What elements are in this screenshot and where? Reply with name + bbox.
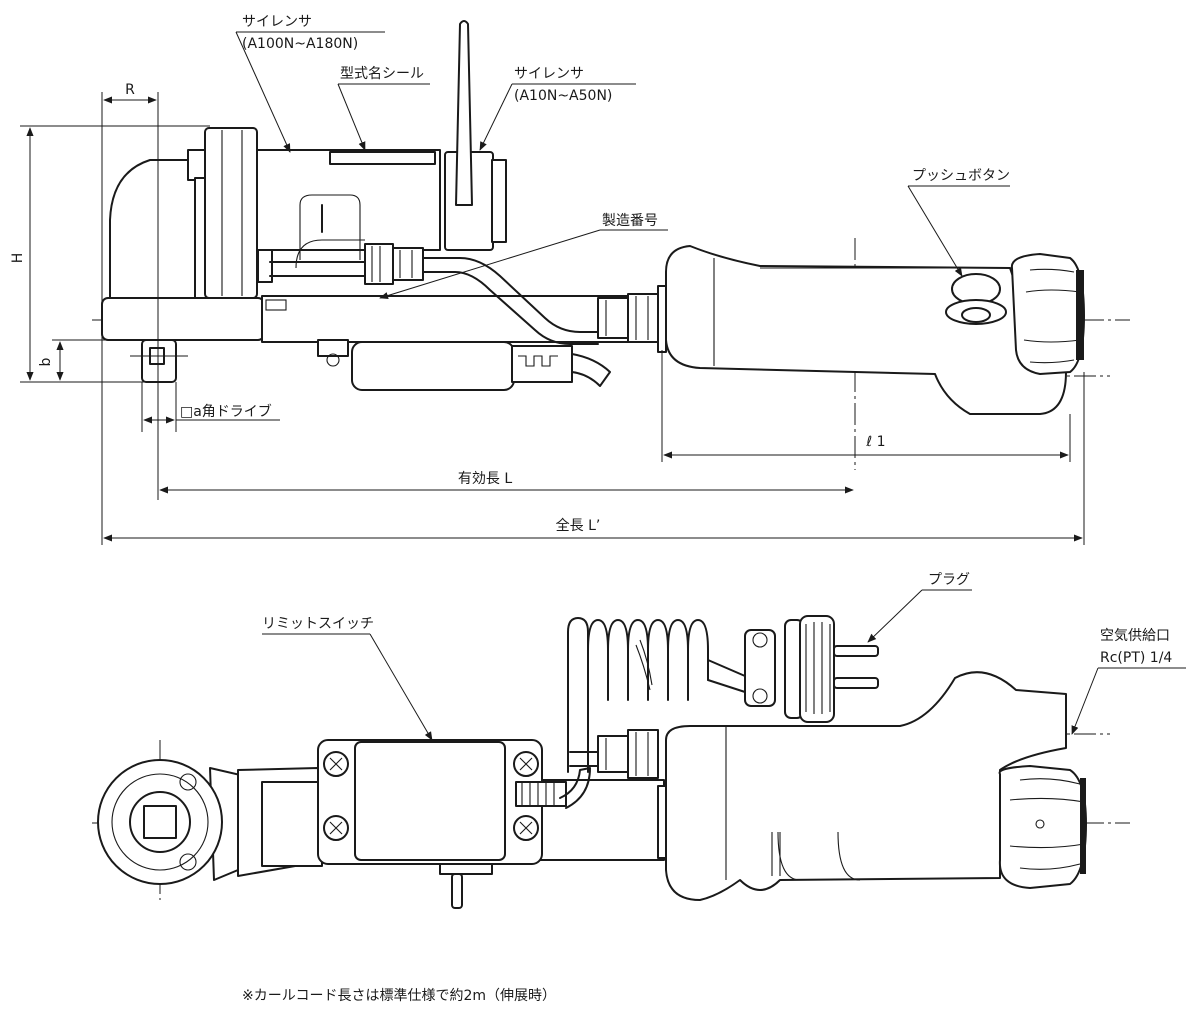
dim-total-length: 全長 L’ — [556, 517, 601, 534]
label-square-drive: □a角ドライブ — [180, 403, 272, 420]
label-air-supply: 空気供給口 — [1100, 628, 1170, 644]
label-push-button: プッシュボタン — [912, 168, 1010, 184]
model-seal-plate — [329, 151, 436, 165]
air-tube-lower — [422, 271, 599, 345]
side-view-dimensions: R H b □a角ドライブ ℓ 1 有効長 L 全長 L’ — [10, 82, 1085, 545]
fitting-left-b — [392, 247, 424, 281]
label-silencer-large: サイレンサ — [242, 14, 312, 30]
label-model-seal: 型式名シール — [340, 66, 424, 82]
label-silencer-small-models: (A10N~A50N) — [514, 88, 612, 104]
screw-tr — [513, 751, 539, 777]
label-serial-number: 製造番号 — [602, 213, 658, 229]
footnote: ※カールコード長さは標準仕様で約2m（伸展時） — [242, 988, 556, 1004]
label-limit-switch: リミットスイッチ — [262, 616, 374, 632]
label-silencer-small: サイレンサ — [514, 66, 584, 82]
reaction-tab — [455, 20, 473, 206]
fitting-left-a — [364, 243, 394, 285]
head-elbow — [109, 159, 196, 299]
screw-tl — [323, 751, 349, 777]
side-view — [92, 20, 1130, 470]
beam-plan — [261, 781, 323, 867]
air-tube-upper — [422, 257, 599, 333]
dim-effective-length: 有効長 L — [458, 471, 512, 487]
plug-pin-top — [833, 645, 879, 657]
fitting-top-b — [627, 729, 659, 779]
label-plug: プラグ — [928, 572, 970, 588]
limit-switch-cover — [354, 741, 506, 861]
motor-housing — [256, 149, 441, 251]
top-view-callouts: リミットスイッチ プラグ 空気供給口 Rc(PT) 1/4 — [262, 572, 1186, 741]
side-view-callouts: サイレンサ (A100N~A180N) 型式名シール サイレンサ (A10N~A… — [235, 14, 1010, 300]
screw-br — [513, 815, 539, 841]
label-silencer-large-models: (A100N~A180N) — [242, 36, 358, 52]
screw-bl — [323, 815, 349, 841]
fitting-right-a — [597, 297, 629, 339]
label-air-supply-thread: Rc(PT) 1/4 — [1100, 650, 1172, 666]
head-flange — [204, 127, 258, 299]
dim-b: b — [38, 357, 54, 366]
head-base — [101, 297, 265, 341]
fitting-right-b — [627, 293, 659, 343]
cord-stub — [571, 353, 611, 387]
grip-plan — [665, 671, 1067, 901]
plug-bracket — [744, 629, 776, 707]
top-view — [92, 615, 1130, 909]
dim-l1: ℓ 1 — [865, 434, 885, 450]
limit-switch-side — [351, 341, 515, 391]
grip-body — [665, 245, 1067, 415]
plug-pin-bottom — [833, 677, 879, 689]
dim-R: R — [125, 82, 135, 98]
dim-H: H — [10, 253, 26, 264]
square-drive-top — [143, 805, 177, 839]
fitting-top-a — [597, 735, 629, 773]
coiled-cord — [567, 617, 761, 773]
